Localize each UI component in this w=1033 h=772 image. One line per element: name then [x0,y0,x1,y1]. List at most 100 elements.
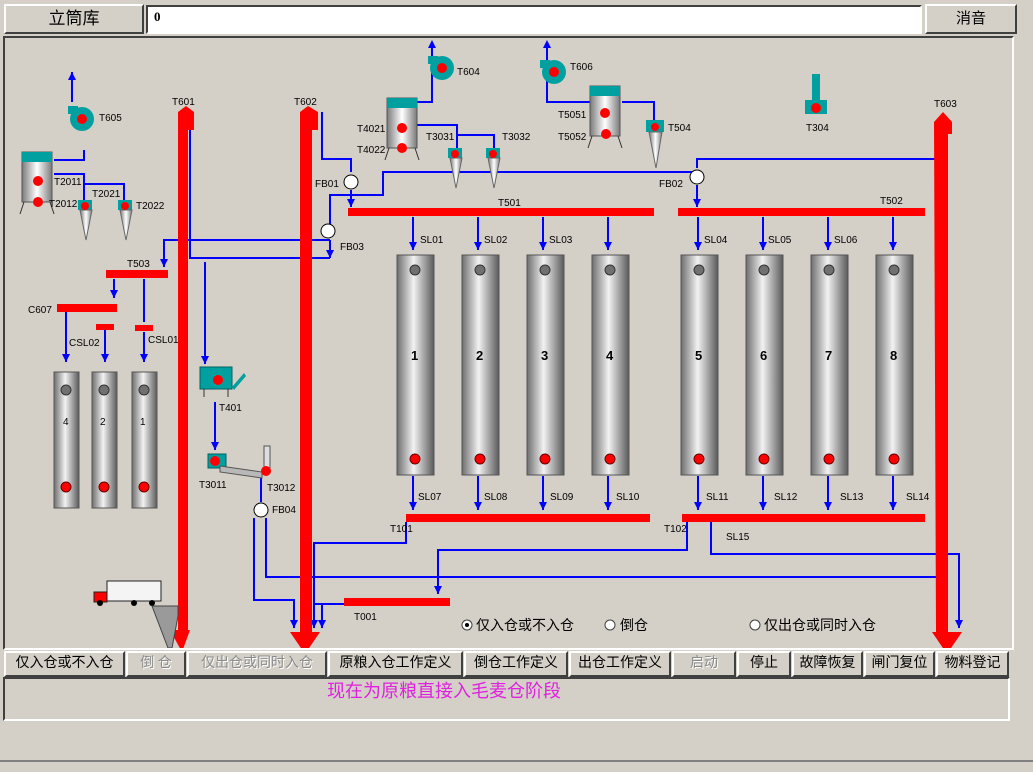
svg-text:T5052: T5052 [558,132,587,143]
svg-text:T5051: T5051 [558,110,587,121]
radio-only-in[interactable]: 仅入仓或不入仓 [461,618,574,634]
svg-text:SL14: SL14 [906,492,930,503]
filter-icon [587,85,623,149]
process-diagram-panel: T605 T604 T606 T304 T2011 T2012 T4021 T4… [3,36,1014,650]
transfer-button[interactable]: 倒 仓 [126,651,186,677]
svg-text:SL02: SL02 [484,235,508,246]
svg-text:4: 4 [606,348,614,363]
svg-text:4: 4 [63,417,69,428]
cyclone-icon [646,120,664,169]
process-diagram: T605 T604 T606 T304 T2011 T2012 T4021 T4… [19,40,963,648]
flap-icon [320,223,336,239]
elevators [170,106,962,648]
svg-text:仅出仓或同时入仓: 仅出仓或同时入仓 [764,618,876,634]
stop-button[interactable]: 停止 [737,651,791,677]
svg-text:1: 1 [411,348,418,363]
svg-text:FB04: FB04 [272,505,296,516]
svg-text:FB02: FB02 [659,179,683,190]
transfer-definition-button[interactable]: 倒仓工作定义 [464,651,568,677]
status-message: 现在为原粮直接入毛麦仓阶段 [327,681,561,701]
conveyor-t502 [678,208,925,216]
flap-icons [253,169,705,518]
svg-text:T603: T603 [934,99,957,110]
cyclone-icon [78,200,93,241]
big-silos [396,254,914,476]
cyclone-icon [118,200,133,241]
svg-text:T502: T502 [880,196,903,207]
only-in-button[interactable]: 仅入仓或不入仓 [4,651,125,677]
svg-text:SL05: SL05 [768,235,792,246]
svg-text:2: 2 [100,417,106,428]
svg-text:SL08: SL08 [484,492,508,503]
radio-transfer[interactable]: 倒仓 [604,618,648,634]
svg-text:倒仓: 倒仓 [620,618,648,634]
only-out-button[interactable]: 仅出仓或同时入仓 [187,651,327,677]
svg-text:T001: T001 [354,612,377,623]
status-area [3,677,1010,721]
flap-icon [253,502,269,518]
svg-text:T606: T606 [570,62,593,73]
fault-reset-button[interactable]: 故障恢复 [792,651,863,677]
mute-button[interactable]: 消音 [925,4,1017,34]
svg-text:SL15: SL15 [726,532,750,543]
svg-text:T4022: T4022 [357,145,386,156]
title-button[interactable]: 立筒库 [4,4,144,34]
svg-text:T601: T601 [172,97,195,108]
svg-text:T501: T501 [498,198,521,209]
truck-icon [93,580,162,606]
gate-reset-button[interactable]: 闸门复位 [864,651,935,677]
raw-in-definition-button[interactable]: 原粮入仓工作定义 [328,651,463,677]
start-button[interactable]: 启动 [672,651,736,677]
svg-text:T102: T102 [664,524,687,535]
svg-text:SL03: SL03 [549,235,573,246]
svg-text:7: 7 [825,348,832,363]
svg-text:SL07: SL07 [418,492,442,503]
svg-text:SL01: SL01 [420,235,444,246]
bottom-divider [0,760,1033,762]
radio-selected-dot [465,623,469,627]
fan-icon [68,106,94,131]
svg-text:5: 5 [695,348,702,363]
mode-radio-group: 仅入仓或不入仓 倒仓 仅出仓或同时入仓 [461,618,876,634]
svg-text:T2021: T2021 [92,189,121,200]
svg-text:T2012: T2012 [49,199,78,210]
filter-icon [19,151,55,215]
svg-text:2: 2 [476,348,483,363]
svg-text:3: 3 [541,348,548,363]
cyclone-icon [448,148,463,189]
svg-text:SL12: SL12 [774,492,798,503]
svg-text:6: 6 [760,348,767,363]
filter-icon [384,97,420,161]
equipment-labels: T605 T604 T606 T304 T2011 T2012 T4021 T4… [28,62,957,623]
conveyor-c607 [57,304,117,312]
cyclone-icons [78,120,664,241]
intake-hopper-icon [151,605,179,648]
svg-text:8: 8 [890,348,897,363]
material-register-button[interactable]: 物料登记 [936,651,1009,677]
svg-text:T504: T504 [668,123,691,134]
elevator-t602 [300,106,318,636]
svg-text:CSL01: CSL01 [148,335,179,346]
value-field[interactable]: 0 [146,5,922,34]
conveyor-t503 [106,270,168,278]
filter-icons [19,85,623,215]
svg-text:1: 1 [140,417,146,428]
conveyor-t101 [406,514,650,522]
svg-text:SL11: SL11 [706,492,729,503]
svg-text:仅入仓或不入仓: 仅入仓或不入仓 [476,618,574,634]
cleaner-icon [207,445,271,479]
svg-text:SL06: SL06 [834,235,858,246]
elevator-t601 [178,106,194,636]
radio-only-out[interactable]: 仅出仓或同时入仓 [749,618,876,634]
out-definition-button[interactable]: 出仓工作定义 [569,651,671,677]
svg-text:T3032: T3032 [502,132,531,143]
flow-arrows [62,40,963,628]
gate-csl02 [96,324,114,330]
svg-text:T4021: T4021 [357,124,386,135]
svg-text:T3011: T3011 [199,480,227,491]
conveyor-t001 [344,598,450,606]
silo-numbers: 1 2 3 4 5 6 7 8 4 2 1 [63,348,897,428]
svg-text:T503: T503 [127,259,150,270]
svg-text:T2011: T2011 [54,177,82,188]
elevator-t603 [934,112,952,636]
